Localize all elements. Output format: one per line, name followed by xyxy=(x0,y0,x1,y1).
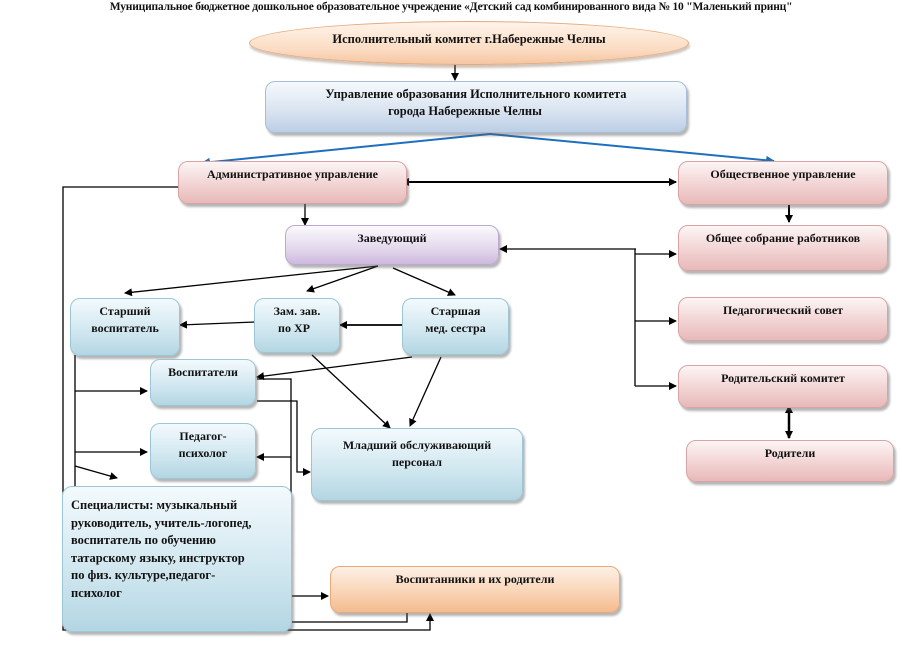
node-executive-committee: Исполнительный комитет г.Набережные Челн… xyxy=(249,21,689,65)
node-senior-educator-line2: воспитатель xyxy=(91,321,159,335)
node-senior-nurse-line2: мед. сестра xyxy=(425,321,486,335)
node-pedagogical-council-label: Педагогический совет xyxy=(722,303,844,317)
connector-inner-bus xyxy=(257,378,292,498)
node-specialists-line2: руководитель, учитель-логопед, xyxy=(71,515,252,530)
connector-deputy-to-junior xyxy=(311,354,391,429)
node-parent-committee-label: Родительский комитет xyxy=(721,371,845,385)
node-specialists-line1: Специалисты: музыкальный xyxy=(71,498,238,512)
connector-head-to-deputy xyxy=(306,265,379,293)
node-educators: Воспитатели xyxy=(150,359,256,406)
connector-deputy-to-senior-educator xyxy=(179,320,256,329)
node-psychologist: Педагог- психолог xyxy=(150,423,256,479)
node-pupils-and-parents-label: Воспитанники и их родители xyxy=(395,572,555,586)
node-pedagogical-council: Педагогический совет xyxy=(678,297,888,341)
connector-edu-to-admin xyxy=(201,133,491,167)
node-senior-nurse-line1: Старшая xyxy=(430,304,481,318)
node-senior-educator: Старший воспитатель xyxy=(70,298,180,356)
node-junior-staff-line1: Младший обслуживающий xyxy=(342,438,492,452)
node-specialists-line3: воспитатель по обучению xyxy=(71,533,216,547)
node-education-department-line2: города Набережные Челны xyxy=(388,104,542,118)
node-head: Заведующий xyxy=(285,225,499,265)
connector-nurse-to-educators xyxy=(256,356,413,381)
node-deputy-head-economic: Зам. зав. по ХР xyxy=(254,298,340,353)
connector-educators-to-junior xyxy=(257,400,311,476)
node-deputy-head-economic-line1: Зам. зав. xyxy=(273,304,321,318)
node-educators-label: Воспитатели xyxy=(168,365,238,379)
node-general-meeting: Общее собрание работников xyxy=(678,225,888,271)
node-parents: Родители xyxy=(686,440,894,482)
node-psychologist-line1: Педагог- xyxy=(179,429,227,443)
document-title: Муниципальное бюджетное дошкольное образ… xyxy=(109,1,793,13)
node-public-management-label: Общественное управление xyxy=(710,167,856,181)
node-specialists: Специалисты: музыкальный руководитель, у… xyxy=(62,486,292,632)
node-head-label: Заведующий xyxy=(357,231,427,245)
node-junior-staff-line2: персонал xyxy=(392,455,442,469)
node-specialists-line4: татарскому языку, инструктор xyxy=(71,550,245,565)
connector-nurse-to-junior xyxy=(409,356,442,427)
connector-edu-to-public xyxy=(489,133,775,165)
node-junior-staff: Младший обслуживающий персонал xyxy=(311,428,523,501)
connector-left-to-specialists xyxy=(74,465,118,480)
node-public-management: Общественное управление xyxy=(678,161,888,205)
connector-head-to-nurse xyxy=(392,267,456,296)
node-general-meeting-label: Общее собрание работников xyxy=(705,231,861,245)
node-senior-nurse: Старшая мед. сестра xyxy=(402,298,509,355)
node-parents-label: Родители xyxy=(764,446,816,460)
node-pupils-and-parents: Воспитанники и их родители xyxy=(330,566,620,613)
node-specialists-line5: по физ. культуре,педагог- xyxy=(71,568,216,582)
node-parent-committee: Родительский комитет xyxy=(678,365,888,408)
connector-head-to-senior-educator xyxy=(124,265,379,297)
node-deputy-head-economic-line2: по ХР xyxy=(278,321,310,335)
node-administrative-management-label: Административное управление xyxy=(206,167,379,181)
node-specialists-line6: психолог xyxy=(71,585,122,600)
connector-admin-outer-frame xyxy=(62,186,434,631)
node-administrative-management: Административное управление xyxy=(178,161,407,204)
node-education-department: Управление образования Исполнительного к… xyxy=(265,81,687,133)
node-senior-educator-line1: Старший xyxy=(99,304,151,318)
node-executive-committee-label: Исполнительный комитет г.Набережные Челн… xyxy=(332,32,606,46)
node-psychologist-line2: психолог xyxy=(178,446,228,460)
node-education-department-line1: Управление образования Исполнительного к… xyxy=(325,87,627,101)
